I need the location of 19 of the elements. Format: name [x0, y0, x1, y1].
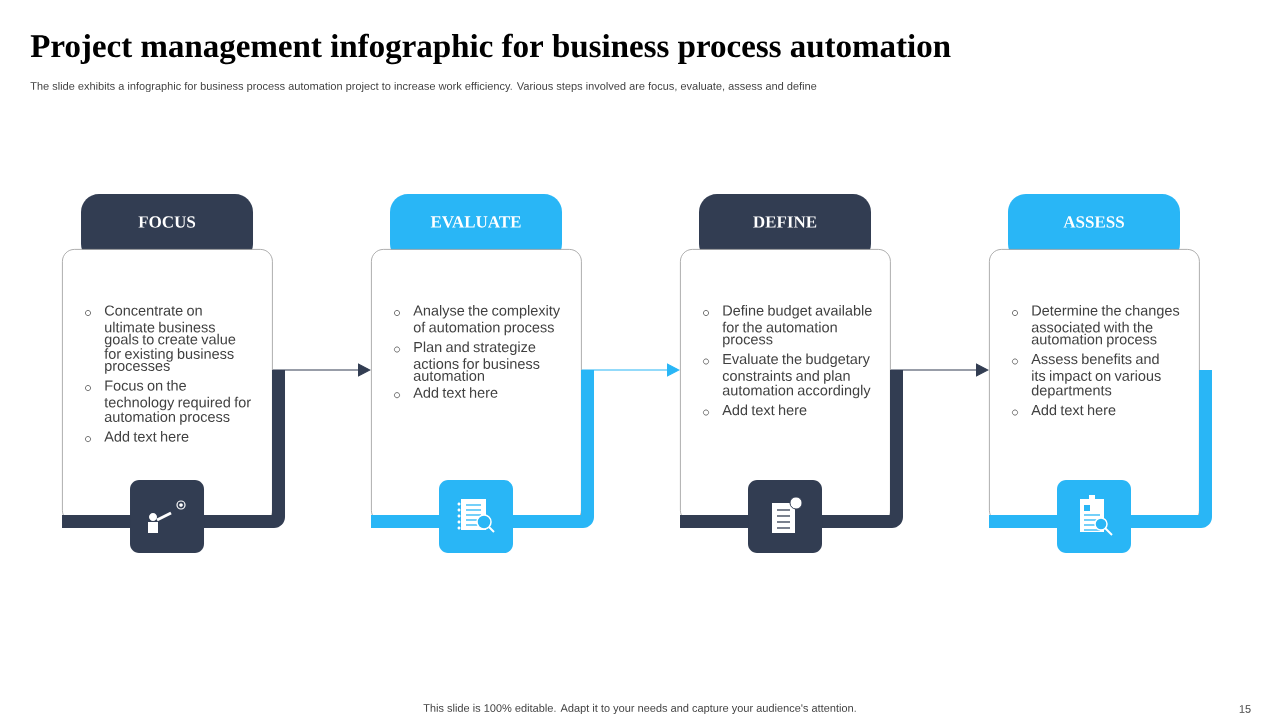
bullet-text: Concentrate on ultimate business goals to create value for existing business processes	[104, 305, 236, 374]
bullet-text: Plan and strategize actions for business automation	[413, 341, 540, 381]
footer-note: This slide is 100% editable. Adapt it to your needs and capture your audience's attention.	[423, 703, 856, 715]
arrow	[890, 363, 989, 377]
bullet-text: Add text here	[722, 404, 807, 416]
bullet-text: Define budget available for the automation process	[722, 305, 872, 348]
bullet-text: Add text here	[104, 431, 189, 442]
arrow	[581, 363, 680, 377]
bullet-text: Assess benefits and its impact on various departments	[1031, 353, 1161, 399]
bullet-text: Focus on the technology required for automation process	[104, 380, 251, 425]
arrow	[272, 363, 371, 377]
page-number: 15	[1239, 705, 1251, 713]
bullet-text: Evaluate the budgetary constraints and plan automation accordingly	[722, 353, 871, 399]
bullet-text: Add text here	[413, 387, 498, 398]
bullet-text: Determine the changes associated with the automation process	[1031, 305, 1180, 348]
bullet-text: Analyse the complexity of automation process	[413, 305, 561, 336]
title: Project management infographic for business process automation	[30, 33, 951, 65]
subtitle: The slide exhibits a infographic for business process automation project to increase work efficiency. Various steps involved are focus, evaluate, assess and define	[30, 81, 817, 93]
bullet-text: Add text here	[1031, 404, 1116, 416]
